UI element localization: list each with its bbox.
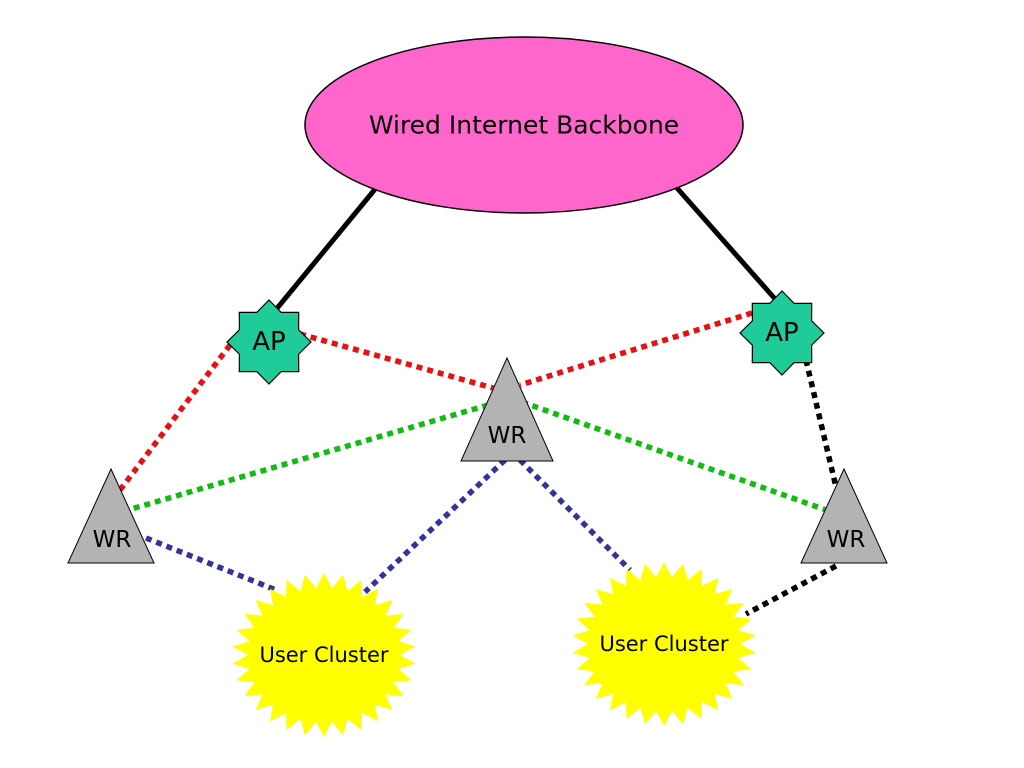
link-wr-center-wr-left: [127, 402, 489, 513]
wr-left-triangle: [67, 467, 155, 564]
wr-right-node: WR: [800, 467, 888, 564]
link-ap-left-wr-left: [117, 343, 233, 492]
ap-left-node: AP: [226, 299, 312, 385]
link-wr-right-cluster-right: [744, 563, 838, 617]
link-wr-center-wr-right: [521, 399, 827, 513]
wr-left-node: WR: [67, 467, 155, 564]
cluster-right-node: User Cluster: [572, 562, 756, 726]
ap-left-label: AP: [252, 327, 285, 357]
ap-right-label: AP: [765, 318, 798, 348]
ap-right-star: [739, 290, 825, 376]
cluster-right-burst: [572, 562, 756, 726]
link-ap-left-wr-center: [299, 331, 501, 393]
cluster-left-burst: [232, 573, 416, 737]
links-layer: [117, 186, 839, 617]
wr-right-triangle: [800, 467, 888, 564]
link-wr-left-cluster-left: [144, 535, 278, 593]
cluster-left-label: User Cluster: [259, 643, 388, 667]
backbone-ellipse: [304, 36, 744, 214]
link-ap-right-wr-right: [803, 359, 839, 488]
wr-right-label: WR: [827, 527, 866, 553]
ap-left-star: [226, 299, 312, 385]
wr-left-label: WR: [93, 527, 132, 553]
cluster-left-node: User Cluster: [232, 573, 416, 737]
wr-center-label: WR: [488, 423, 527, 449]
cluster-right-label: User Cluster: [599, 632, 728, 656]
wr-center-node: WR: [460, 356, 554, 462]
link-wr-center-cluster-right: [518, 458, 632, 572]
backbone-label: Wired Internet Backbone: [369, 111, 679, 140]
backbone-node: Wired Internet Backbone: [304, 36, 744, 214]
link-backbone-ap-right: [675, 186, 778, 302]
link-ap-right-wr-center: [519, 310, 753, 388]
ap-right-node: AP: [739, 290, 825, 376]
wr-center-triangle: [460, 356, 554, 462]
link-backbone-ap-left: [272, 186, 378, 314]
link-wr-center-cluster-left: [363, 457, 507, 595]
